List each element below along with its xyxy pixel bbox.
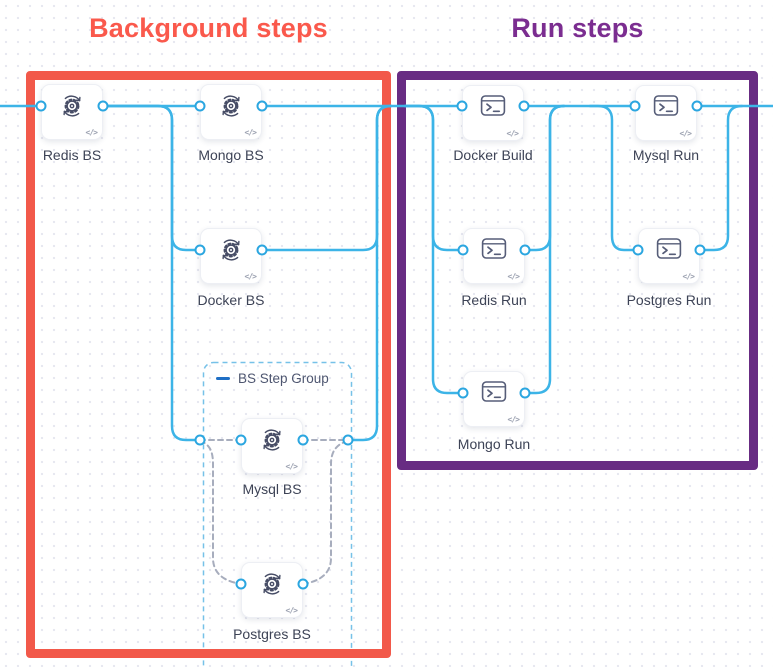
gear-sync-icon [63,95,81,117]
wire [523,104,566,395]
terminal-icon [656,238,682,259]
port[interactable] [457,387,469,399]
port[interactable] [519,387,531,399]
node-label: Mongo Run [457,436,531,452]
code-badge-icon: </> [506,129,519,138]
terminal-icon [480,95,506,116]
port[interactable] [97,100,109,112]
background-steps-title: Background steps [89,13,328,43]
node-mongo-bs[interactable]: </> [200,84,262,140]
port[interactable] [519,244,531,256]
node-label: Docker BS [197,292,265,308]
gear-sync-icon [222,239,240,261]
dashed-wire [199,440,242,585]
port[interactable] [297,434,309,446]
step-group-header: BS Step Group [216,371,329,386]
node-label: Mysql BS [242,481,302,497]
port[interactable] [342,434,354,446]
port[interactable] [694,244,706,256]
port[interactable] [297,578,309,590]
port[interactable] [629,100,641,112]
gear-sync-icon [222,95,240,117]
port[interactable] [35,100,47,112]
node-postgres-bs[interactable]: </> [241,562,303,618]
wire [403,104,465,395]
node-label: Redis Run [461,292,527,308]
run-steps-title: Run steps [511,13,644,43]
port[interactable] [235,578,247,590]
code-badge-icon: </> [85,128,98,137]
code-badge-icon: </> [285,462,298,471]
code-badge-icon: </> [285,606,298,615]
dashed-wire [302,440,349,585]
node-label: Postgres BS [233,626,311,642]
node-postgres-run[interactable]: </> [638,228,700,284]
node-mysql-bs[interactable]: </> [241,418,303,474]
wire [588,104,640,252]
terminal-icon [481,381,507,402]
collapse-minus-icon[interactable] [216,377,230,380]
node-docker-build[interactable]: </> [462,85,524,141]
background-steps-box [26,71,391,658]
node-docker-bs[interactable]: </> [200,228,262,284]
node-label: Postgres Run [626,292,712,308]
gear-sync-icon [263,573,281,595]
port[interactable] [235,434,247,446]
code-badge-icon: </> [507,415,520,424]
port[interactable] [194,434,206,446]
node-label: Mysql Run [632,147,700,163]
port[interactable] [456,100,468,112]
step-group-label: BS Step Group [238,371,329,386]
step-group-border [202,361,353,667]
port[interactable] [632,244,644,256]
code-badge-icon: </> [679,129,692,138]
wire [101,104,202,442]
node-label: Mongo BS [198,147,264,163]
wire [698,104,744,252]
code-badge-icon: </> [682,272,695,281]
node-label: Redis BS [42,147,102,163]
code-badge-icon: </> [507,272,520,281]
wire [260,104,393,252]
node-mongo-run[interactable]: </> [463,371,525,427]
port[interactable] [518,100,530,112]
node-redis-run[interactable]: </> [463,228,525,284]
wire [523,104,566,252]
terminal-icon [653,95,679,116]
port[interactable] [256,244,268,256]
port[interactable] [194,100,206,112]
code-badge-icon: </> [244,272,257,281]
port[interactable] [194,244,206,256]
node-mysql-run[interactable]: </> [635,85,697,141]
wire [101,104,202,252]
wire [346,104,393,442]
node-redis-bs[interactable]: </> [41,84,103,140]
node-label: Docker Build [453,147,533,163]
run-steps-box [397,71,758,470]
terminal-icon [481,238,507,259]
gear-sync-icon [263,429,281,451]
port[interactable] [256,100,268,112]
port[interactable] [691,100,703,112]
port[interactable] [457,244,469,256]
code-badge-icon: </> [244,128,257,137]
